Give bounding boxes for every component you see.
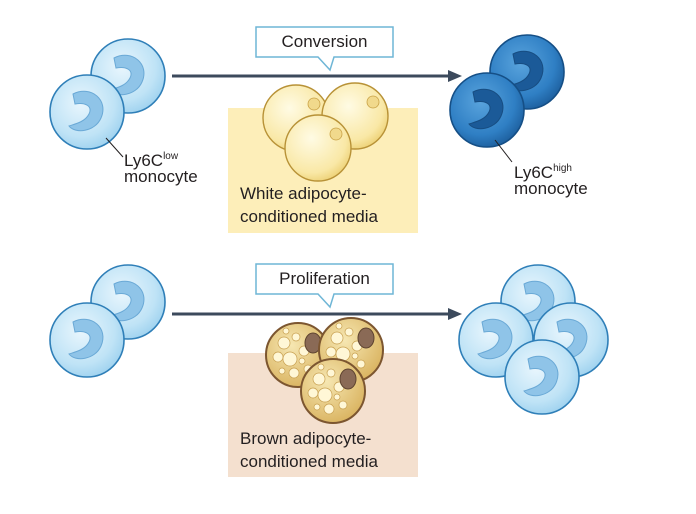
white-media-label-line1: White adipocyte- — [240, 184, 367, 203]
bottom-left-monocyte-cluster — [49, 264, 166, 378]
white-media-label-line2: conditioned media — [240, 207, 378, 226]
proliferation-arrow — [172, 308, 462, 320]
monocyte-cell — [49, 74, 125, 150]
brown-media-label-line2: conditioned media — [240, 452, 378, 471]
proliferation-callout — [255, 263, 394, 309]
ly6c-low-leader — [105, 137, 124, 158]
ly6c-high-leader — [494, 139, 513, 163]
brown-media-label-line1: Brown adipocyte- — [240, 429, 372, 448]
conversion-arrow — [172, 70, 462, 82]
monocyte-cell — [504, 339, 580, 415]
brown-adipocyte — [300, 358, 366, 424]
ly6c-low-label-line2: monocyte — [124, 167, 198, 186]
monocyte-cell — [449, 72, 525, 148]
ly6c-high-label: Ly6Chigh — [514, 163, 572, 182]
ly6c-high-monocyte-cluster — [449, 34, 565, 148]
conversion-callout — [255, 26, 394, 72]
conversion-label: Conversion — [281, 32, 368, 51]
proliferation-label: Proliferation — [279, 269, 370, 288]
ly6c-low-monocyte-cluster — [49, 38, 166, 150]
proliferated-monocyte-cluster — [458, 264, 609, 415]
ly6c-high-label-line2: monocyte — [514, 179, 588, 198]
ly6c-low-label: Ly6Clow — [124, 151, 179, 170]
white-adipocyte — [284, 114, 352, 182]
monocyte-cell — [49, 302, 125, 378]
